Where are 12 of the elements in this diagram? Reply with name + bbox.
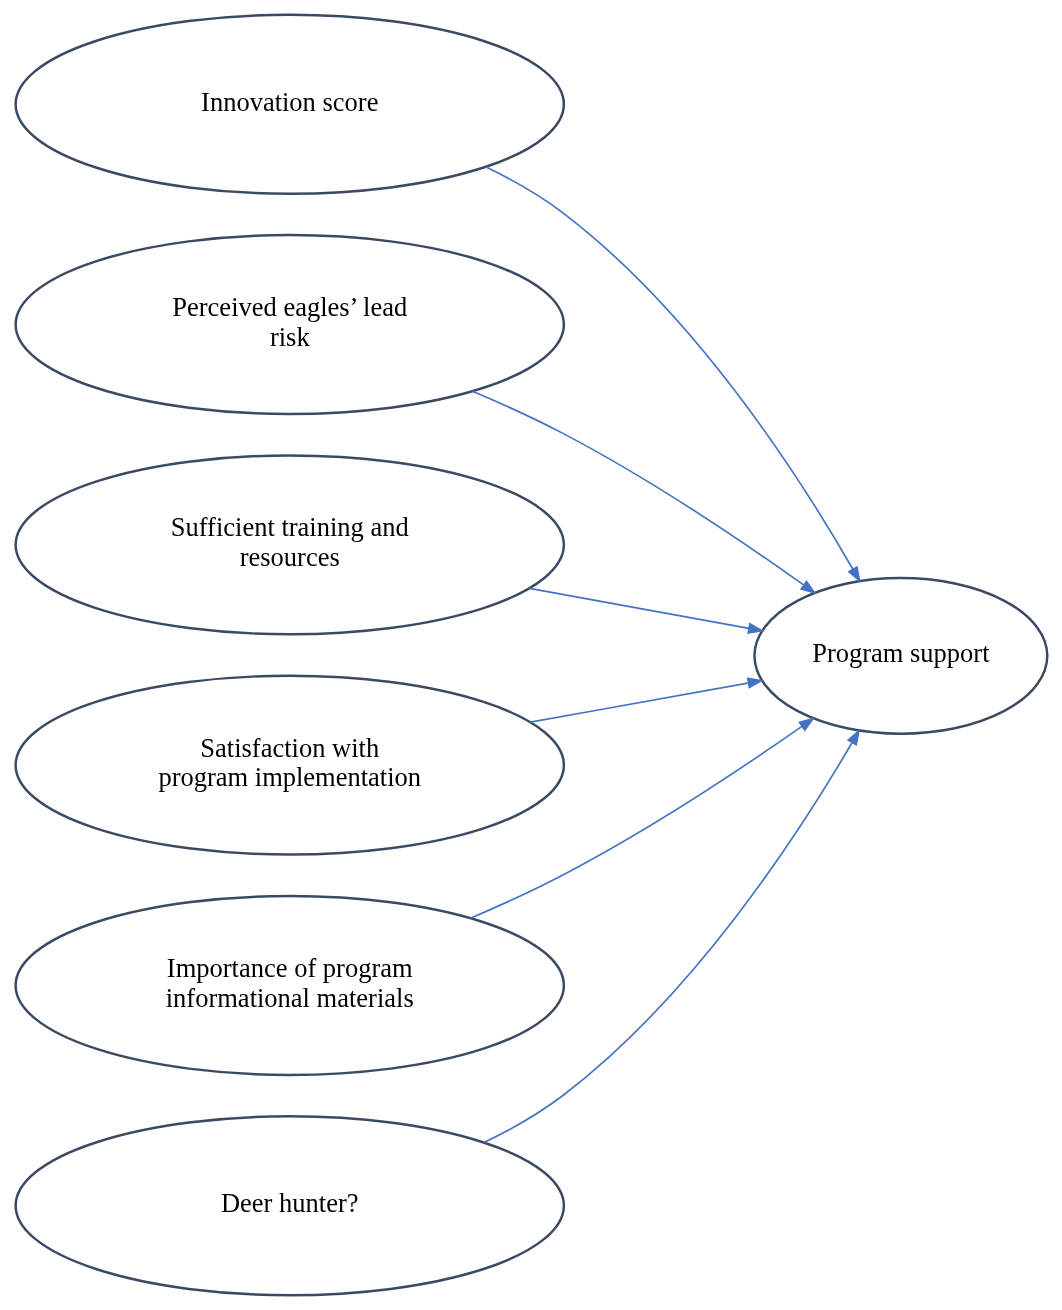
node-ellipse: Perceived eagles’ lead risk [13, 233, 565, 416]
arrow [471, 390, 817, 595]
arrow [469, 717, 815, 919]
arrow [482, 728, 860, 1144]
node-ellipse: Innovation score [13, 13, 565, 195]
node-ellipse: Deer hunter? [13, 1115, 565, 1297]
node-ellipse: Importance of program informational materials [13, 894, 565, 1077]
arrow [528, 587, 765, 634]
node-ellipse: Sufficient training and resources [13, 454, 565, 636]
node-ellipse: Satisfaction with program implementation [13, 674, 565, 856]
arrow [484, 166, 861, 584]
arrow [529, 677, 764, 723]
